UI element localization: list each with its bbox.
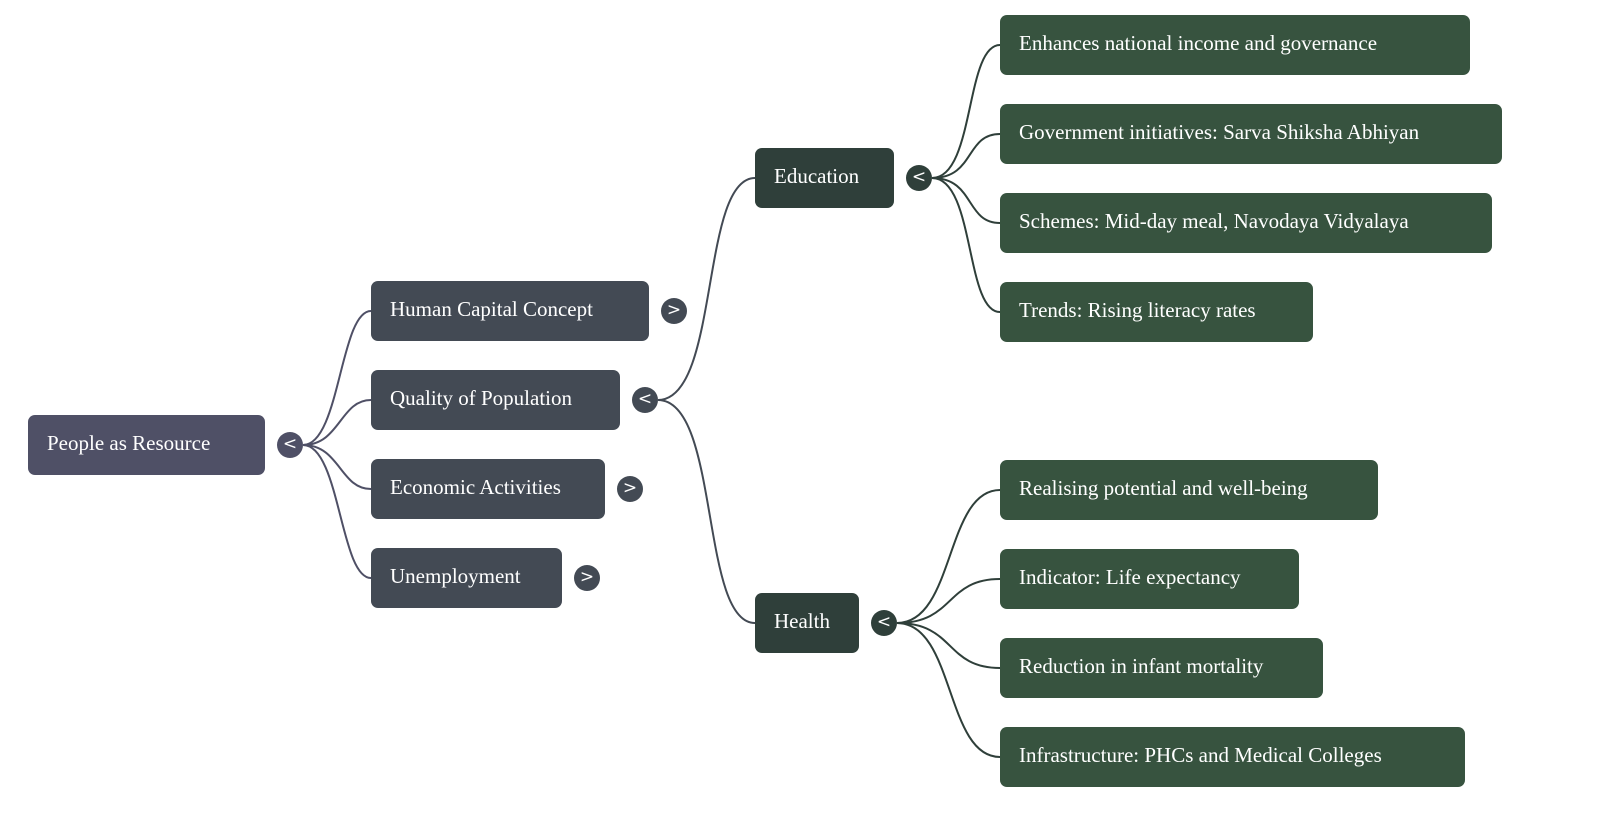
node-label: Schemes: Mid-day meal, Navodaya Vidyalay… xyxy=(1019,209,1409,233)
node-label: Trends: Rising literacy rates xyxy=(1019,298,1256,322)
node-label: Quality of Population xyxy=(390,386,572,410)
node-people-as-resource[interactable]: People as Resource xyxy=(28,415,265,475)
node-label: Enhances national income and governance xyxy=(1019,31,1378,55)
node-quality-of-population[interactable]: Quality of Population xyxy=(371,370,620,430)
collapse-toggle-root[interactable]: < xyxy=(277,432,303,458)
expand-toggle-unemployment[interactable]: > xyxy=(574,565,600,591)
node-label: Education xyxy=(774,164,860,188)
node-education[interactable]: Education xyxy=(755,148,894,208)
collapse-toggle-health[interactable]: < xyxy=(871,610,897,636)
collapse-toggle-education[interactable]: < xyxy=(906,165,932,191)
connector-health-2 xyxy=(896,578,1001,624)
connector-quality-health xyxy=(657,399,756,624)
expand-toggle-human-capital[interactable]: > xyxy=(661,298,687,324)
node-label: Human Capital Concept xyxy=(390,297,593,321)
node-label: Health xyxy=(774,609,830,633)
expand-toggle-economic[interactable]: > xyxy=(617,476,643,502)
connector-education-4 xyxy=(931,177,1001,313)
node-schemes[interactable]: Schemes: Mid-day meal, Navodaya Vidyalay… xyxy=(1000,193,1492,253)
node-government-initiatives[interactable]: Government initiatives: Sarva Shiksha Ab… xyxy=(1000,104,1502,164)
connector-education-3 xyxy=(931,177,1001,224)
node-realising-potential[interactable]: Realising potential and well-being xyxy=(1000,460,1378,520)
connector-health-4 xyxy=(896,622,1001,758)
node-label: Economic Activities xyxy=(390,475,561,499)
node-enhances-national-income[interactable]: Enhances national income and governance xyxy=(1000,15,1470,75)
node-label: Indicator: Life expectancy xyxy=(1019,565,1241,589)
node-label: People as Resource xyxy=(47,431,211,455)
node-unemployment[interactable]: Unemployment xyxy=(371,548,562,608)
connector-education-2 xyxy=(931,133,1001,179)
connector-root-human-capital xyxy=(302,310,372,446)
node-label: Government initiatives: Sarva Shiksha Ab… xyxy=(1019,120,1420,144)
node-economic-activities[interactable]: Economic Activities xyxy=(371,459,605,519)
connector-health-1 xyxy=(896,489,1001,624)
connector-health-3 xyxy=(896,622,1001,669)
connector-education-1 xyxy=(931,44,1001,179)
node-health[interactable]: Health xyxy=(755,593,859,653)
node-life-expectancy[interactable]: Indicator: Life expectancy xyxy=(1000,549,1299,609)
node-label: Unemployment xyxy=(390,564,521,588)
node-trends-literacy[interactable]: Trends: Rising literacy rates xyxy=(1000,282,1313,342)
connector-root-quality xyxy=(302,399,372,446)
connector-root-economic xyxy=(302,444,372,490)
connector-quality-education xyxy=(657,177,756,401)
node-infrastructure[interactable]: Infrastructure: PHCs and Medical College… xyxy=(1000,727,1465,787)
node-label: Infrastructure: PHCs and Medical College… xyxy=(1019,743,1382,767)
connector-root-unemployment xyxy=(302,444,372,579)
collapse-toggle-quality[interactable]: < xyxy=(632,387,658,413)
node-label: Realising potential and well-being xyxy=(1019,476,1308,500)
node-label: Reduction in infant mortality xyxy=(1019,654,1264,678)
node-infant-mortality[interactable]: Reduction in infant mortality xyxy=(1000,638,1323,698)
node-human-capital-concept[interactable]: Human Capital Concept xyxy=(371,281,649,341)
